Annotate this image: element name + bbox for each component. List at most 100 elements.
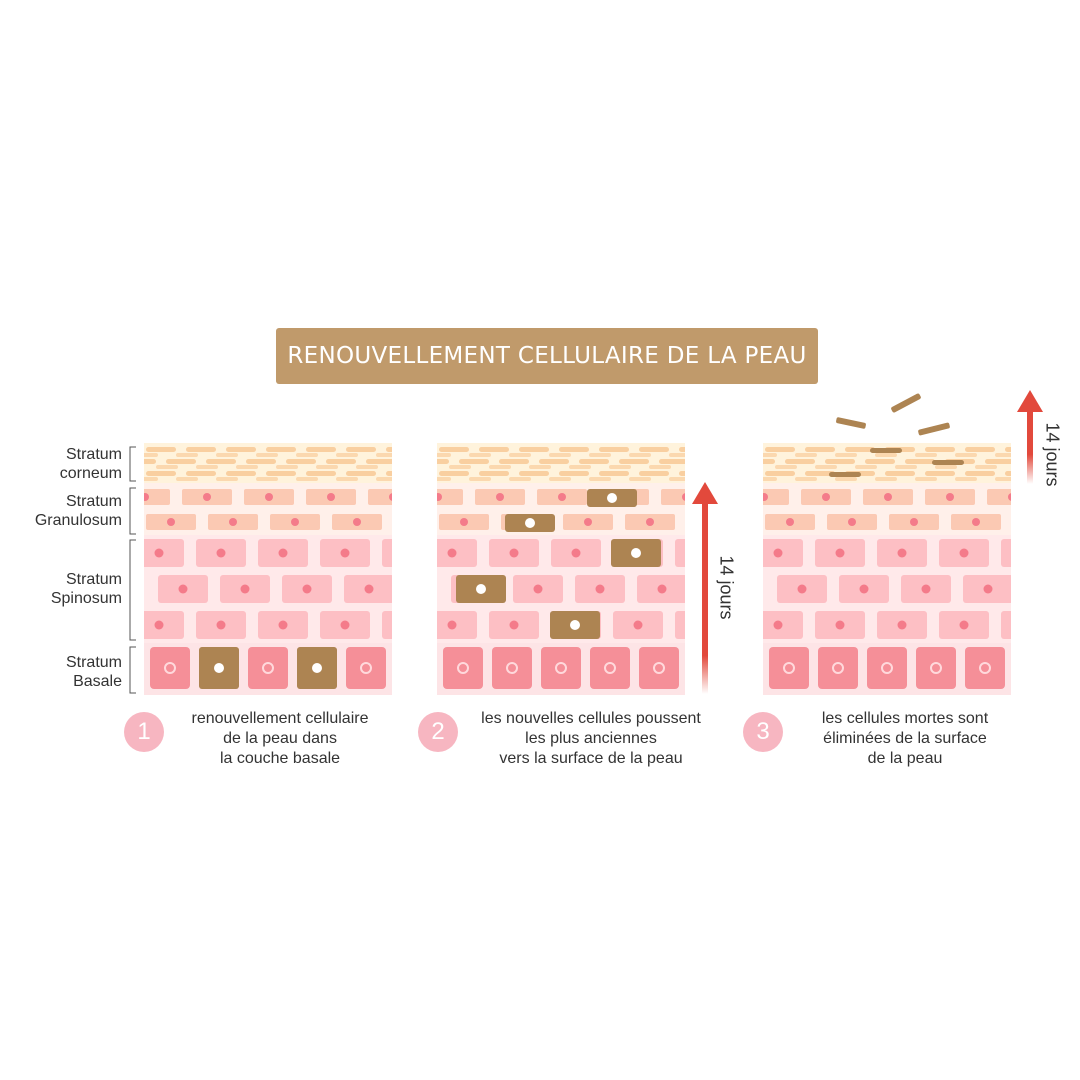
cell-nucleus: [983, 584, 993, 594]
spinosum-cell: [144, 539, 184, 567]
cell-nucleus: [783, 662, 795, 674]
corneum-cell: [679, 471, 685, 476]
cell-nucleus: [340, 620, 350, 630]
basale-cell: [492, 647, 532, 689]
duration-label-3: 14 jours: [1042, 422, 1063, 487]
corneum-cell: [579, 459, 609, 464]
spinosum-cell: [437, 611, 477, 639]
cell-nucleus: [278, 620, 288, 630]
flaking-cells: [836, 393, 950, 436]
corneum-cell: [296, 453, 318, 457]
corneum-cell: [437, 477, 451, 481]
cell-nucleus: [832, 662, 844, 674]
corneum-cell: [479, 471, 509, 476]
spinosum-cell: [1001, 611, 1011, 639]
spinosum-cell: [144, 611, 184, 639]
corneum-cell: [509, 477, 531, 481]
cell-nucleus: [835, 620, 845, 630]
corneum-cell: [529, 465, 551, 469]
corneum-cell: [376, 453, 392, 457]
spinosum-cell: [437, 539, 477, 567]
corneum-cell: [166, 459, 196, 464]
granulosum-cell: [144, 489, 170, 505]
cell-nucleus: [930, 662, 942, 674]
corneum-cell: [346, 447, 376, 452]
basale-cell: [769, 647, 809, 689]
cell-nucleus: [897, 548, 907, 558]
corneum-cell: [935, 465, 957, 469]
spinosum-cell: [1001, 539, 1011, 567]
skin-diagram-3: [763, 443, 1011, 695]
corneum-cell: [356, 465, 378, 469]
corneum-cell: [639, 447, 669, 452]
dead-cell: [870, 448, 902, 453]
migrating-cell-nucleus: [214, 663, 224, 673]
corneum-cell: [649, 465, 671, 469]
migrating-cell-nucleus: [570, 620, 580, 630]
cell-nucleus: [154, 548, 164, 558]
corneum-cell: [763, 453, 777, 457]
migrating-cell-nucleus: [476, 584, 486, 594]
corneum-cell: [276, 465, 298, 469]
corneum-cell: [336, 453, 358, 457]
cell-nucleus: [921, 584, 931, 594]
corneum-cell: [775, 465, 797, 469]
corneum-cell: [955, 477, 977, 481]
corneum-cell: [469, 477, 491, 481]
bracket-granulosum: [128, 487, 136, 535]
corneum-cell: [795, 453, 817, 457]
corneum-cell: [256, 453, 278, 457]
corneum-cell: [639, 471, 669, 476]
corneum-cell: [186, 471, 216, 476]
layer-label-spinosum: Stratum Spinosum: [50, 571, 122, 607]
corneum-cell: [599, 447, 629, 452]
cell-nucleus: [457, 662, 469, 674]
corneum-cell: [266, 447, 296, 452]
corneum-cell: [437, 459, 449, 464]
corneum-cell: [659, 459, 685, 464]
skin-panel-2: [437, 443, 685, 695]
corneum-cell: [226, 471, 256, 476]
corneum-cell: [144, 459, 156, 464]
corneum-cell: [286, 459, 316, 464]
corneum-cell: [386, 447, 392, 452]
cell-nucleus: [167, 518, 175, 526]
corneum-cell: [1005, 447, 1011, 452]
cell-nucleus: [571, 548, 581, 558]
corneum-cell: [915, 453, 937, 457]
step-number-3: 3: [743, 712, 783, 752]
title-banner: RENOUVELLEMENT CELLULAIRE DE LA PEAU: [276, 328, 818, 384]
cell-nucleus: [959, 548, 969, 558]
cell-nucleus: [897, 620, 907, 630]
corneum-cell: [519, 447, 549, 452]
cell-nucleus: [178, 584, 188, 594]
corneum-cell: [763, 459, 775, 464]
layer-label-basale: Stratum Basale: [65, 654, 122, 690]
dead-cell: [829, 472, 861, 477]
corneum-cell: [439, 447, 469, 452]
migrating-cell-nucleus: [607, 493, 617, 503]
cell-nucleus: [848, 518, 856, 526]
layer-label-granulosum: Stratum Granulosum: [34, 493, 122, 529]
corneum-cell: [965, 447, 995, 452]
step-caption-1: renouvellement cellulaire de la peau dan…: [191, 710, 369, 767]
corneum-cell: [805, 447, 835, 452]
corneum-cell: [459, 459, 489, 464]
corneum-cell: [679, 447, 685, 452]
cell-nucleus: [262, 662, 274, 674]
cell-nucleus: [653, 662, 665, 674]
cell-nucleus: [835, 548, 845, 558]
cell-nucleus: [144, 493, 149, 501]
corneum-cell: [965, 471, 995, 476]
cell-nucleus: [979, 662, 991, 674]
bracket-basale: [128, 646, 136, 694]
cell-nucleus: [959, 620, 969, 630]
basale-cell: [150, 647, 190, 689]
layer-label-corneum: Stratum corneum: [59, 446, 122, 482]
corneum-cell: [386, 471, 392, 476]
cell-nucleus: [884, 493, 892, 501]
bracket-spinosum: [128, 539, 136, 641]
corneum-cell: [346, 471, 376, 476]
cell-nucleus: [786, 518, 794, 526]
corneum-cell: [785, 459, 815, 464]
